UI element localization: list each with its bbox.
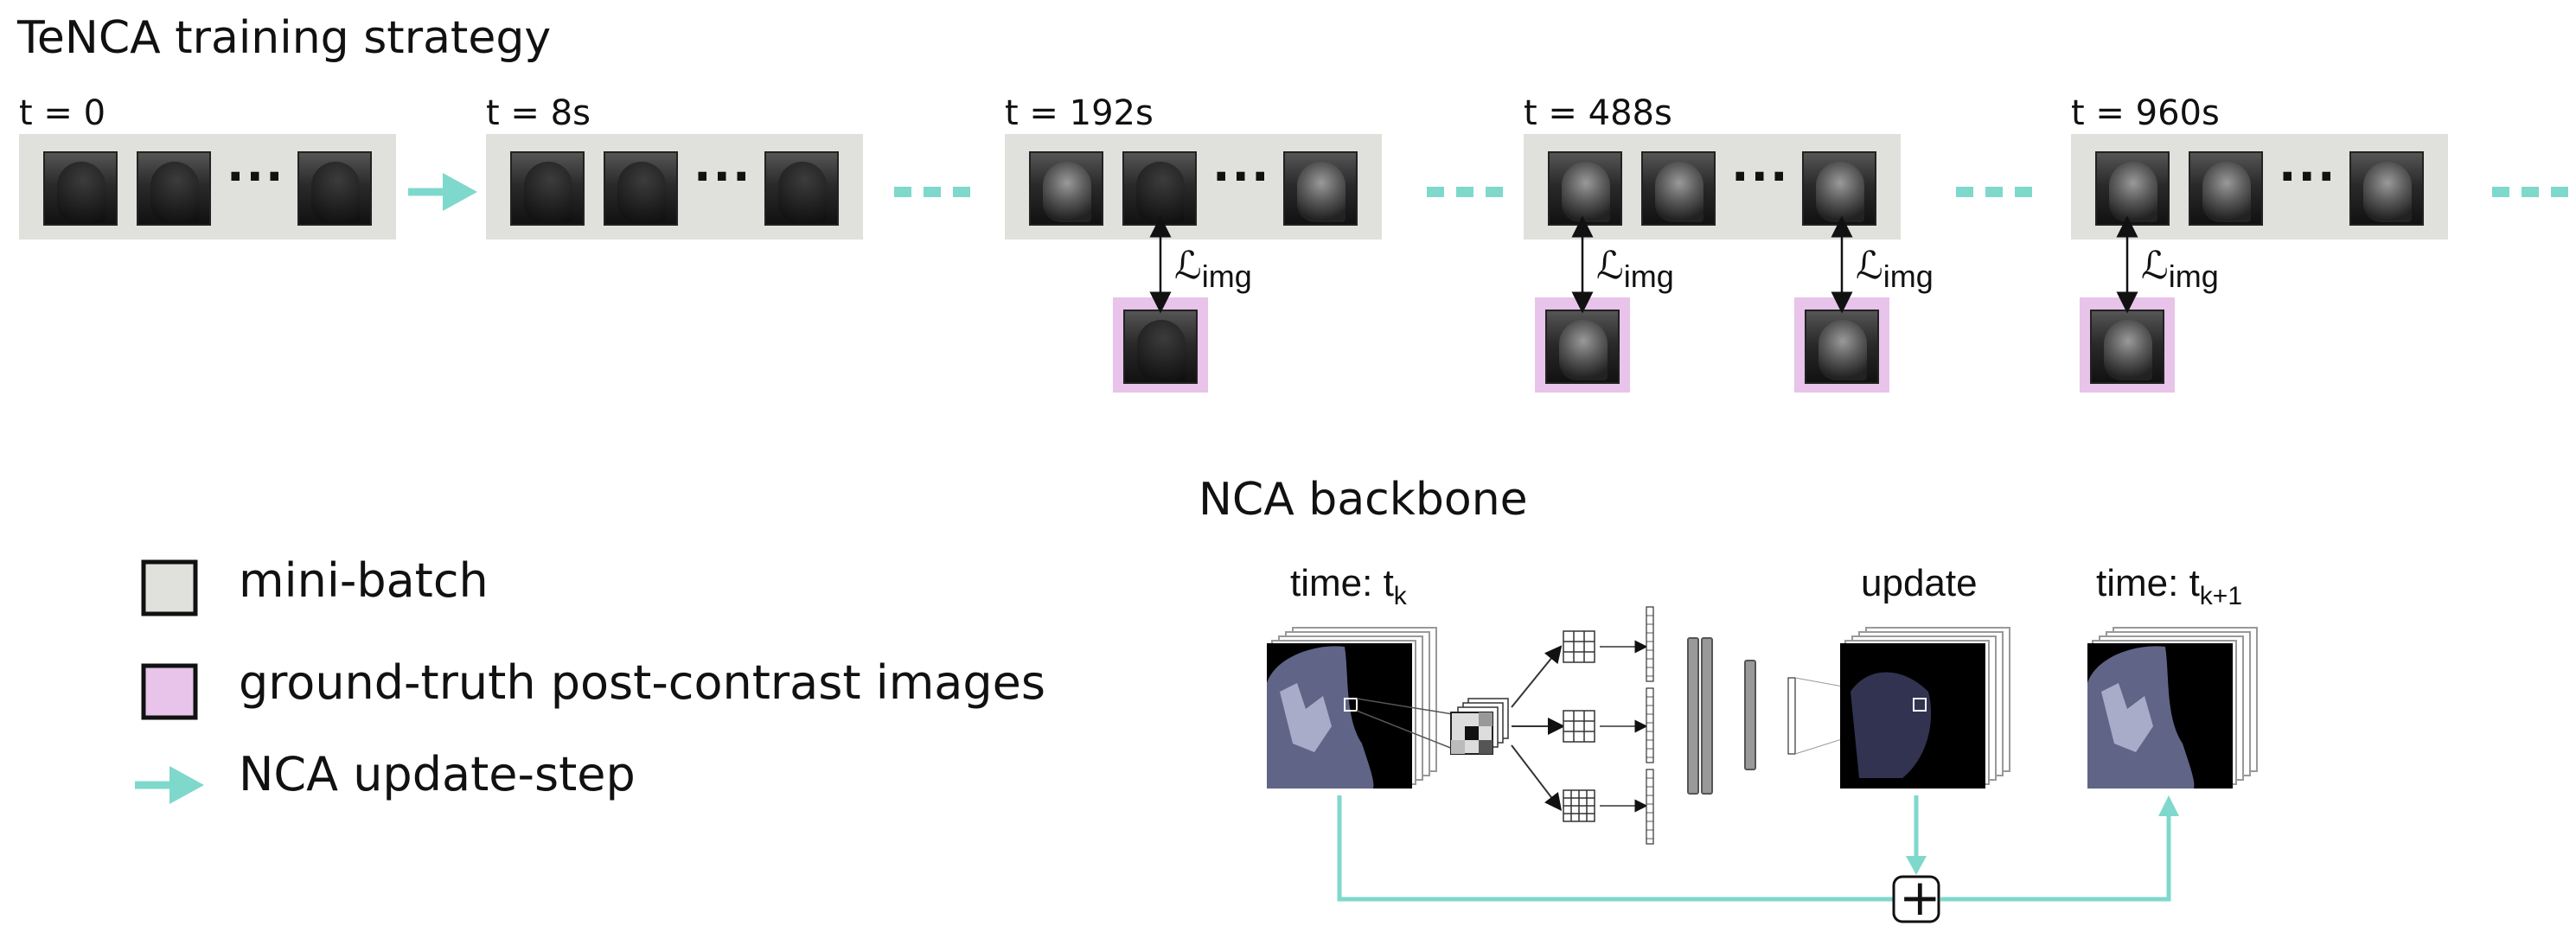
loss-label: ℒimg [1596,244,1674,295]
mri-thumbnail [604,151,678,226]
ground-truth-box [1113,297,1208,393]
output-image-stack [2087,627,2258,789]
nca-update-arrow [408,173,477,211]
loss-subscript: img [1623,258,1674,294]
legend-label-ground-truth: ground-truth post-contrast images [239,655,1046,710]
ground-truth-box [1535,297,1630,393]
legend-label-update-step: NCA update-step [239,747,636,801]
feature-vectors [1646,606,1654,845]
ellipsis: ··· [1212,150,1271,204]
neighborhood-stack [1450,698,1509,755]
mri-thumbnail [2189,151,2263,226]
timestep-label-1: t = 8s [486,93,591,133]
mri-thumbnail [2349,151,2424,226]
mri-thumbnail [1123,310,1198,384]
time-k1-subscript: k+1 [2199,581,2243,610]
mini-batch-1: ··· [486,134,863,239]
mini-batch-0: ··· [19,134,396,239]
legend-swatch-mini-batch [141,559,198,616]
filter-arrows [1511,645,1565,811]
legend-label-mini-batch: mini-batch [239,553,489,608]
mri-thumbnail [510,151,585,226]
mri-thumbnail [1545,310,1620,384]
loss-arrows [1149,215,2138,314]
loss-symbol: ℒ [2141,244,2169,288]
mri-thumbnail [1029,151,1103,226]
time-k-subscript: k [1393,581,1407,610]
legend-swatch-update-arrow [135,766,204,804]
update-label: update [1861,562,1978,604]
timestep-label-4: t = 960s [2071,93,2220,133]
loss-symbol: ℒ [1596,244,1624,288]
loss-subscript: img [2168,258,2219,294]
feature-arrows [1600,640,1648,813]
ellipsis: ··· [227,150,285,204]
mini-batch-2: ··· [1005,134,1382,239]
loss-symbol: ℒ [1856,244,1883,288]
time-k1-label: time: tk+1 [2096,562,2242,611]
mri-thumbnail [297,151,372,226]
zoom-lines [1356,698,1454,750]
ellipsis: ··· [2279,150,2337,204]
loss-symbol: ℒ [1174,244,1202,288]
teal-ellipsis [894,187,2568,197]
backbone-title: NCA backbone [1199,474,1528,526]
loss-subscript: img [1882,258,1934,294]
mri-thumbnail [137,151,211,226]
output-arrowhead [2158,795,2179,816]
update-arrowhead [1906,856,1927,875]
figure-title: TeNCA training strategy [17,12,552,64]
loss-label: ℒimg [2141,244,2219,295]
residual-connection [1337,795,2171,902]
ellipsis: ··· [1731,150,1790,204]
input-image-stack [1267,627,1437,789]
time-k-text: time: t [1290,562,1394,604]
loss-label: ℒimg [1174,244,1252,295]
timestep-label-3: t = 488s [1524,93,1672,133]
mri-thumbnail [2095,151,2170,226]
plus-node [1892,875,1940,923]
plus-sign: + [1899,868,1941,927]
loss-label: ℒimg [1856,244,1934,295]
time-k-label: time: tk [1290,562,1407,611]
legend-swatch-ground-truth [141,663,198,720]
mri-thumbnail [764,151,839,226]
filter-kernels [1563,630,1595,822]
mri-thumbnail [1802,151,1876,226]
dense-layers [1687,637,1756,795]
mri-thumbnail [1122,151,1197,226]
update-image-stack [1840,627,2010,789]
mri-thumbnail [43,151,118,226]
mri-thumbnail [1805,310,1879,384]
mri-thumbnail [1641,151,1716,226]
time-k1-text: time: t [2096,562,2200,604]
output-vector [1787,677,1796,755]
mri-thumbnail [1283,151,1358,226]
loss-subscript: img [1201,258,1252,294]
timestep-label-0: t = 0 [19,93,106,133]
mini-batch-4: ··· [2071,134,2448,239]
feature-vector-ticks [1646,615,1653,840]
timestep-label-2: t = 192s [1005,93,1154,133]
ellipsis: ··· [694,150,752,204]
